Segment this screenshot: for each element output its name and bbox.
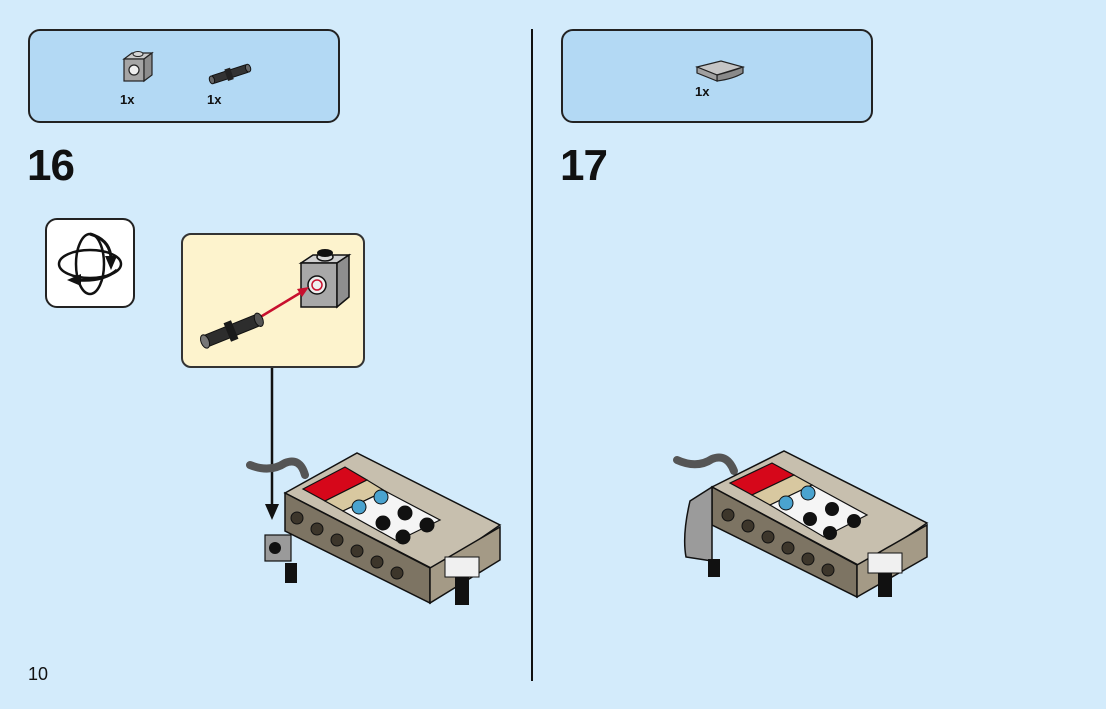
step-number: 17 bbox=[560, 141, 607, 191]
rotate-model-indicator bbox=[45, 218, 135, 308]
step-number: 16 bbox=[27, 141, 74, 191]
part-quantity: 1x bbox=[120, 92, 134, 107]
callout-illustration bbox=[183, 235, 367, 370]
sub-assembly-callout bbox=[181, 233, 365, 368]
parts-list-step-17: 1x bbox=[561, 29, 873, 123]
parts-list-step-16: 1x 1x bbox=[28, 29, 340, 123]
part-quantity: 1x bbox=[207, 92, 221, 107]
model-illustration-step-16 bbox=[245, 445, 505, 615]
technic-brick-icon bbox=[301, 249, 349, 307]
curved-slope-icon bbox=[693, 59, 747, 83]
technic-pin-icon bbox=[198, 309, 267, 352]
model-illustration-step-17 bbox=[672, 445, 932, 605]
rotate-icon bbox=[53, 226, 127, 300]
step-divider bbox=[531, 29, 533, 681]
technic-pin-icon bbox=[208, 64, 252, 84]
part-quantity: 1x bbox=[695, 84, 709, 99]
technic-brick-1x1-icon bbox=[120, 49, 154, 85]
page-number: 10 bbox=[28, 664, 48, 685]
